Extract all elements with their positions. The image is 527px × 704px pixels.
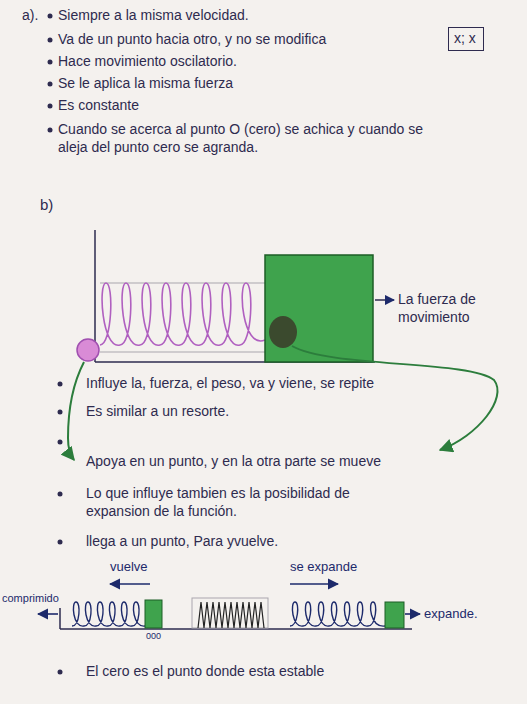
mass-block	[145, 600, 162, 628]
section-letter: a).	[22, 6, 38, 24]
mass-block	[385, 602, 404, 628]
force-arrow	[375, 299, 394, 301]
spring	[290, 602, 385, 626]
compressed-spring	[198, 602, 264, 628]
contact-point	[269, 316, 297, 348]
direction-arrow	[38, 613, 58, 615]
mass-block	[265, 255, 373, 362]
box-text: x; x	[454, 29, 478, 47]
spring	[72, 602, 145, 626]
note-text: Hace movimiento oscilatorio.	[58, 52, 237, 70]
direction-label: vuelve	[110, 558, 148, 576]
direction-arrow	[290, 583, 338, 585]
spring	[100, 283, 265, 345]
section-letter: b)	[40, 196, 53, 214]
axes	[95, 230, 375, 362]
state-label: comprimido	[2, 592, 59, 605]
note-text: Influye la, fuerza, el peso, va y viene,…	[86, 374, 374, 392]
direction-label: se expande	[290, 558, 357, 576]
spring-frame	[192, 598, 268, 628]
note-text: El cero es el punto donde esta estable	[86, 662, 324, 680]
note-text: Va de un punto hacia otro, y no se modif…	[58, 30, 326, 48]
note-text: Lo que influye tambien es la posibilidad…	[86, 484, 416, 520]
force-label: La fuerza de movimiento	[398, 290, 522, 326]
anchor-point	[77, 339, 99, 361]
note-text: Es similar a un resorte.	[86, 402, 229, 420]
note-text: Cuando se acerca al punto O (cero) se ac…	[58, 120, 443, 156]
direction-arrow	[405, 613, 420, 615]
note-text: Apoya en un punto, y en la otra parte se…	[86, 452, 381, 470]
state-label: expande.	[424, 605, 478, 623]
note-text: llega a un punto, Para yvuelve.	[86, 532, 278, 550]
guide-lines	[100, 283, 265, 352]
note-text: Es constante	[58, 96, 139, 114]
mark-label: 000	[146, 631, 161, 642]
direction-arrow	[110, 583, 150, 585]
bracket-box: x; x	[448, 27, 484, 51]
note-text: Se le aplica la misma fuerza	[58, 74, 233, 92]
note-text: Siempre a la misma velocidad.	[58, 6, 249, 24]
leader-arrow	[292, 346, 498, 450]
leader-arrow	[68, 362, 84, 460]
